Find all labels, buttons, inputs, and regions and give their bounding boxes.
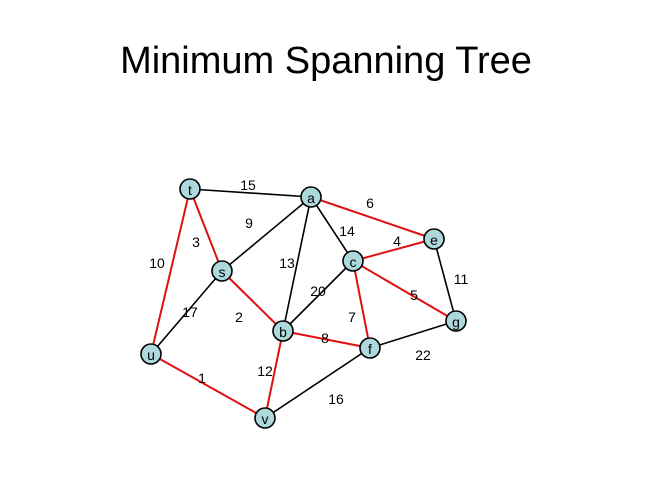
edge-c-e — [352, 238, 435, 262]
node-circle-u — [140, 343, 162, 365]
edge-a-e — [310, 196, 435, 240]
edge-e-g — [433, 238, 457, 322]
node-a: a — [300, 186, 322, 208]
edge-weight-t-u: 10 — [149, 255, 165, 271]
edge-weight-a-s: 9 — [245, 215, 253, 231]
edge-b-v — [264, 330, 284, 419]
edge-weight-t-s: 3 — [192, 234, 200, 250]
node-g: g — [445, 310, 467, 332]
edge-weight-c-f: 7 — [348, 309, 356, 325]
node-c: c — [342, 250, 364, 272]
edges-layer — [150, 188, 457, 419]
edge-t-u — [150, 188, 191, 355]
node-circle-e — [423, 228, 445, 250]
node-f: f — [359, 337, 381, 359]
edge-c-b — [282, 260, 354, 332]
edge-weight-b-f: 8 — [321, 330, 329, 346]
node-circle-c — [342, 250, 364, 272]
node-circle-t — [179, 178, 201, 200]
edge-t-s — [189, 188, 223, 272]
edge-f-g — [369, 320, 457, 349]
node-label-u: u — [147, 347, 155, 363]
edge-weight-s-b: 2 — [235, 309, 243, 325]
node-circle-a — [300, 186, 322, 208]
node-circle-v — [254, 407, 276, 429]
edge-weight-c-g: 5 — [410, 287, 418, 303]
edge-weight-f-v: 16 — [328, 391, 344, 407]
node-b: b — [272, 320, 294, 342]
edge-weight-e-g: 11 — [454, 271, 469, 287]
node-u: u — [140, 343, 162, 365]
edge-weight-b-v: 12 — [257, 363, 273, 379]
edge-a-b — [282, 196, 312, 332]
edge-t-a — [189, 188, 312, 198]
node-t: t — [179, 178, 201, 200]
edge-c-g — [352, 260, 457, 322]
node-s: s — [211, 260, 233, 282]
edge-weight-f-g: 22 — [415, 347, 431, 363]
node-label-c: c — [350, 254, 357, 270]
edge-s-b — [221, 270, 284, 332]
weight-labels-layer: 15 3 10 9 6 14 13 4 20 5 7 11 17 2 8 12 22 16 1 — [149, 177, 468, 407]
node-label-b: b — [279, 324, 287, 340]
node-label-v: v — [262, 411, 269, 427]
edge-weight-c-e: 4 — [393, 233, 401, 249]
edge-weight-u-v: 1 — [198, 370, 206, 386]
node-circle-b — [272, 320, 294, 342]
edge-weight-t-a: 15 — [240, 177, 256, 193]
node-label-f: f — [368, 341, 372, 357]
node-circle-f — [359, 337, 381, 359]
nodes-layer: t a s c e b g f u v — [140, 178, 467, 429]
node-label-a: a — [307, 190, 315, 206]
edge-weight-a-c: 14 — [339, 223, 355, 239]
edge-b-f — [282, 330, 371, 349]
edge-s-u — [150, 270, 223, 355]
node-label-s: s — [219, 264, 226, 280]
edge-u-v — [150, 353, 266, 419]
edge-f-v — [264, 347, 371, 419]
edge-a-s — [221, 196, 312, 272]
node-label-t: t — [188, 182, 192, 198]
edge-weight-c-b: 20 — [310, 283, 326, 299]
node-e: e — [423, 228, 445, 250]
edge-a-c — [310, 196, 354, 262]
node-circle-g — [445, 310, 467, 332]
page-title: Minimum Spanning Tree — [120, 40, 532, 82]
edge-c-f — [352, 260, 371, 349]
node-label-e: e — [430, 232, 438, 248]
edge-weight-a-b: 13 — [279, 255, 295, 271]
node-v: v — [254, 407, 276, 429]
edge-weight-a-e: 6 — [366, 195, 374, 211]
node-label-g: g — [452, 314, 460, 330]
node-circle-s — [211, 260, 233, 282]
edge-weight-s-u: 17 — [182, 304, 198, 320]
